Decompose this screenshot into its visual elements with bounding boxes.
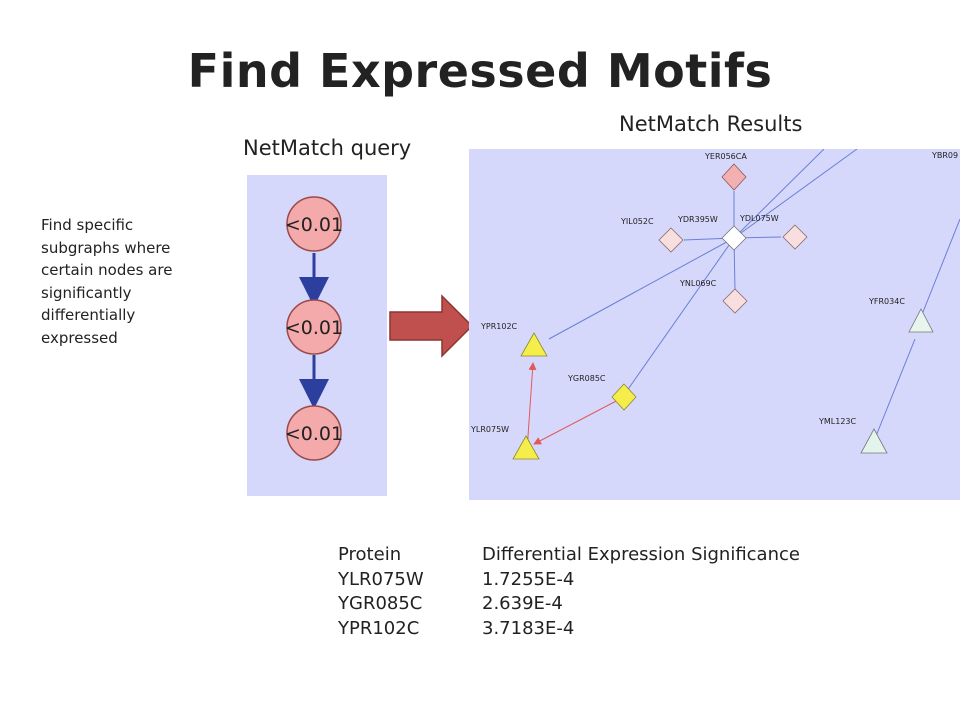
query-node-2[interactable]: <0.01 bbox=[285, 299, 343, 355]
table-cell-protein: YLR075W bbox=[338, 568, 424, 590]
svg-text:YML123C: YML123C bbox=[818, 417, 857, 426]
table-row: YPR102C 3.7183E-4 bbox=[338, 617, 800, 642]
query-node-3-label: <0.01 bbox=[285, 423, 343, 445]
node-YNL069C[interactable]: YNL069C bbox=[679, 279, 748, 314]
query-node-1-label: <0.01 bbox=[285, 214, 343, 236]
node-YIL052C[interactable]: YIL052C bbox=[620, 217, 684, 253]
table-row: YGR085C 2.639E-4 bbox=[338, 592, 800, 617]
node-YLR075W[interactable]: YLR075W bbox=[470, 425, 540, 460]
edge bbox=[733, 149, 825, 239]
table-cell-protein: YPR102C bbox=[338, 617, 420, 639]
query-node-1[interactable]: <0.01 bbox=[285, 196, 343, 252]
svg-text:YIL052C: YIL052C bbox=[620, 217, 654, 226]
svg-text:YDR395W: YDR395W bbox=[677, 215, 718, 224]
svg-text:YFR034C: YFR034C bbox=[868, 297, 905, 306]
node-YFR034C[interactable]: YFR034C bbox=[868, 297, 934, 333]
edge bbox=[920, 218, 960, 318]
svg-text:YLR075W: YLR075W bbox=[470, 425, 509, 434]
query-graph: <0.01 <0.01 <0.01 bbox=[285, 196, 343, 461]
table-cell-protein: YGR085C bbox=[338, 593, 423, 614]
query-node-3[interactable]: <0.01 bbox=[285, 405, 343, 461]
table-row: YLR075W 1.7255E-4 bbox=[338, 568, 800, 593]
query-panel: <0.01 <0.01 <0.01 bbox=[247, 175, 387, 496]
node-YER056CA[interactable]: YER056CA bbox=[704, 152, 747, 191]
node-label-YBR09: YBR09 bbox=[931, 151, 958, 160]
edge bbox=[623, 237, 735, 396]
results-panel: YER056CA YBR09 YIL052C YDR395W YDL075W Y… bbox=[469, 149, 960, 500]
svg-text:YNL069C: YNL069C bbox=[679, 279, 717, 288]
results-table: Protein Differential Expression Signific… bbox=[338, 543, 800, 641]
edge bbox=[733, 149, 858, 239]
table-cell-significance: 1.7255E-4 bbox=[482, 568, 575, 590]
results-label: NetMatch Results bbox=[619, 112, 803, 136]
description-text: Find specific subgraphs where certain no… bbox=[41, 216, 173, 347]
edge-red bbox=[526, 362, 537, 452]
node-label-YDL075W: YDL075W bbox=[739, 214, 779, 223]
node-right-diamond[interactable] bbox=[782, 224, 808, 250]
results-graph: YER056CA YBR09 YIL052C YDR395W YDL075W Y… bbox=[470, 149, 960, 460]
table-header-significance: Differential Expression Significance bbox=[482, 544, 800, 565]
node-YGR085C[interactable]: YGR085C bbox=[567, 374, 637, 411]
table-cell-significance: 3.7183E-4 bbox=[482, 617, 575, 639]
edge bbox=[548, 237, 735, 340]
query-node-2-label: <0.01 bbox=[285, 317, 343, 339]
svg-text:YPR102C: YPR102C bbox=[480, 322, 518, 331]
arrow-right-icon bbox=[389, 294, 474, 358]
query-label: NetMatch query bbox=[243, 136, 412, 160]
node-YML123C[interactable]: YML123C bbox=[818, 417, 888, 454]
node-YPR102C[interactable]: YPR102C bbox=[480, 322, 548, 357]
table-cell-significance: 2.639E-4 bbox=[482, 593, 563, 614]
page-title: Find Expressed Motifs bbox=[187, 44, 773, 98]
table-header-protein: Protein bbox=[338, 544, 402, 565]
table-header: Protein Differential Expression Signific… bbox=[338, 543, 800, 568]
edge bbox=[873, 338, 916, 442]
node-YDR395W[interactable]: YDR395W bbox=[677, 215, 747, 251]
svg-text:YER056CA: YER056CA bbox=[704, 152, 747, 161]
edge-red bbox=[533, 397, 623, 445]
svg-text:YGR085C: YGR085C bbox=[567, 374, 606, 383]
